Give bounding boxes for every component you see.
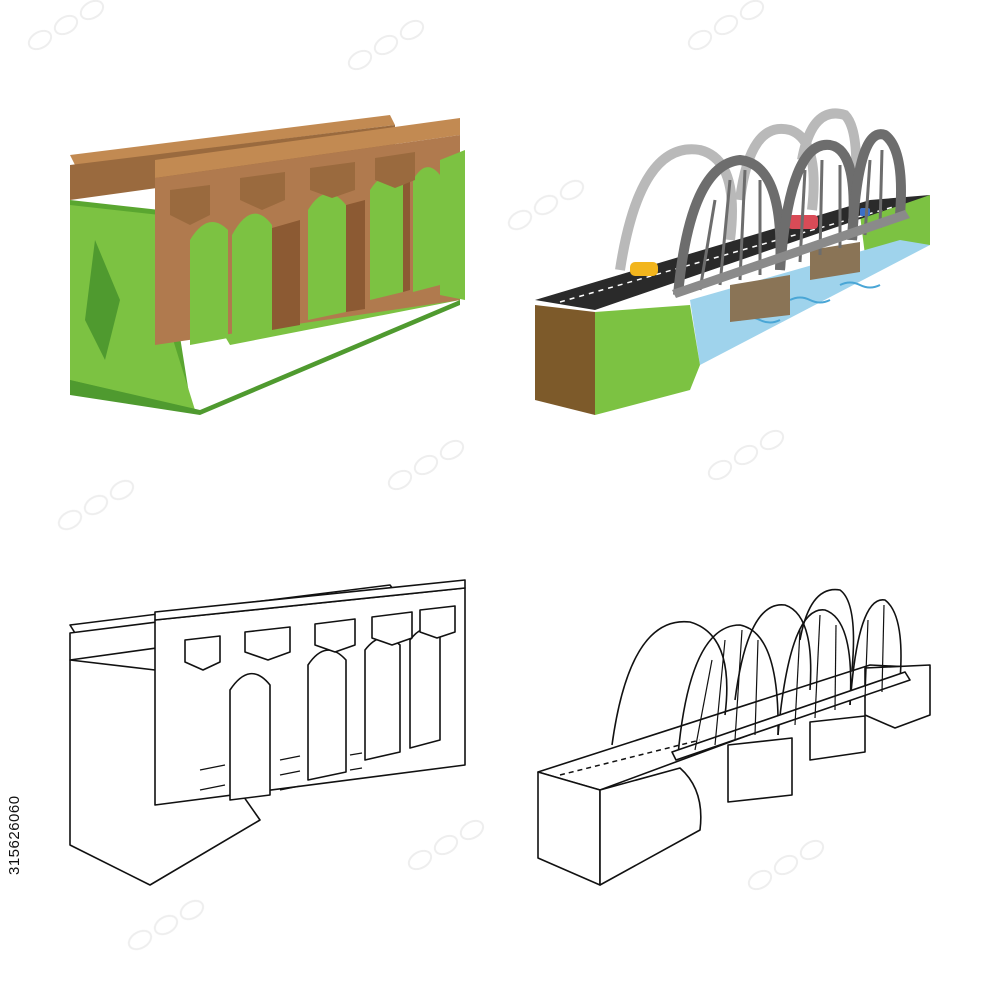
stock-id-label: 315626060 xyxy=(6,795,23,875)
